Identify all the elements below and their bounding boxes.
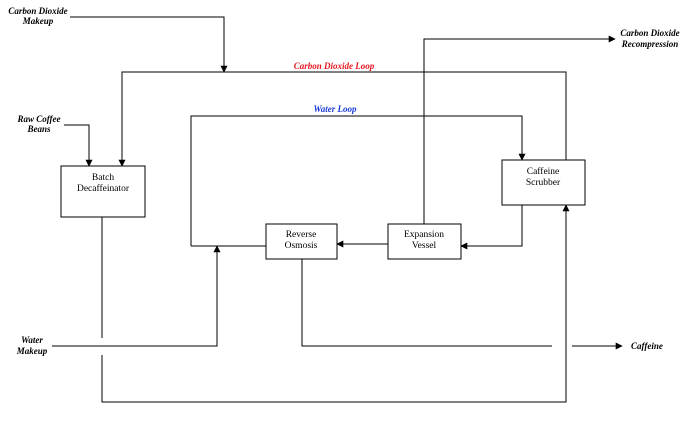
co2-makeup-stream — [70, 16, 228, 73]
batch-to-scrubber-line — [101, 204, 570, 403]
water-makeup-line1: Water — [21, 335, 43, 345]
osmosis-label-line2: Osmosis — [285, 241, 318, 251]
expansion-label-line1: Expansion — [404, 230, 444, 240]
raw-coffee-stream — [64, 124, 93, 167]
scrubber-to-expansion-line — [460, 205, 523, 250]
batch-label-line1: Batch — [92, 173, 114, 183]
batch-decaffeinator-box: Batch Decaffeinator — [60, 165, 146, 218]
co2-loop-line — [118, 71, 567, 167]
raw-coffee-line1: Raw Coffee — [16, 114, 60, 124]
co2-recompression-line1: Carbon Dioxide — [620, 28, 679, 38]
caffeine-scrubber-box: Caffeine Scrubber — [501, 159, 586, 206]
reverse-osmosis-box: Reverse Osmosis — [265, 223, 338, 260]
water-makeup-stream — [52, 245, 221, 347]
co2-makeup-label: Carbon Dioxide Makeup — [8, 6, 67, 26]
water-makeup-line2: Makeup — [16, 346, 48, 356]
expansion-label-line2: Vessel — [412, 241, 437, 251]
raw-coffee-line2: Beans — [26, 124, 51, 134]
osmosis-caffeine-line — [301, 258, 552, 347]
water-loop-line — [190, 115, 526, 246]
flow-lines — [52, 16, 623, 403]
caffeine-label: Caffeine — [631, 341, 663, 351]
osmosis-label-line1: Reverse — [286, 230, 317, 240]
co2-recompression-label: Carbon Dioxide Recompression — [620, 28, 679, 49]
co2-makeup-line1: Carbon Dioxide — [8, 6, 67, 16]
co2-loop-label: Carbon Dioxide Loop — [294, 61, 375, 71]
co2-makeup-line2: Makeup — [22, 16, 54, 26]
co2-recompression-stream — [423, 35, 616, 224]
water-loop-label: Water Loop — [313, 104, 357, 114]
raw-coffee-label: Raw Coffee Beans — [16, 114, 60, 134]
co2-recompression-line2: Recompression — [621, 39, 679, 49]
batch-label-line2: Decaffeinator — [77, 183, 130, 194]
scrubber-label-line2: Scrubber — [526, 178, 561, 188]
water-makeup-label: Water Makeup — [16, 335, 48, 356]
scrubber-label-line1: Caffeine — [527, 166, 560, 177]
expansion-vessel-box: Expansion Vessel — [387, 223, 462, 260]
